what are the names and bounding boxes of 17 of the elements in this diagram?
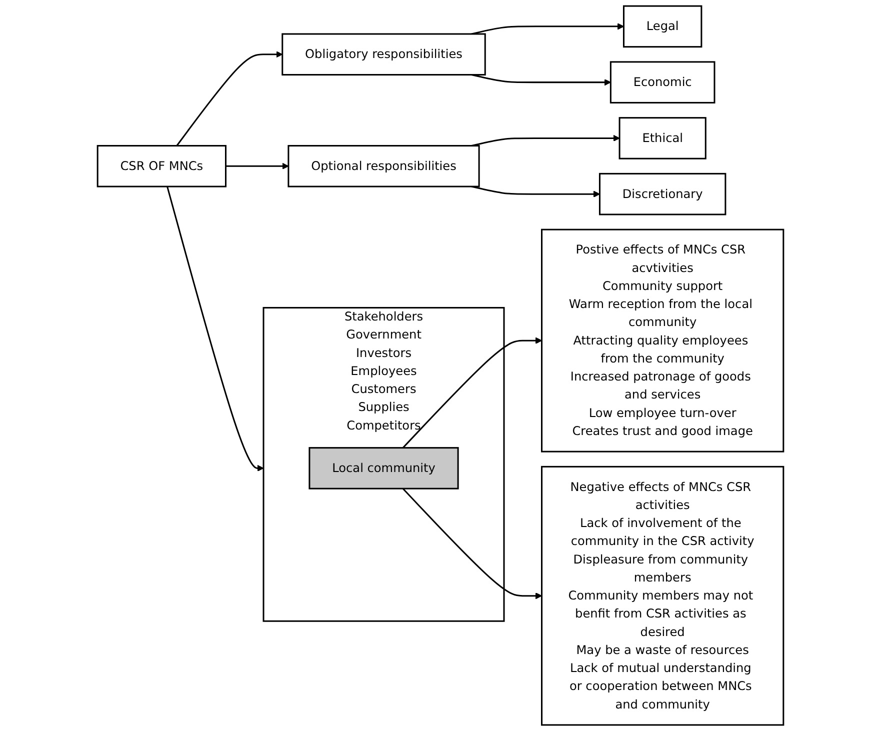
arrow (471, 134, 620, 146)
arrow (402, 488, 542, 600)
arrow (176, 51, 283, 146)
node-box: Optional responsibilities (288, 145, 480, 188)
node-box: Local community (308, 447, 459, 490)
node-box: Negative effects of MNCs CSR activities Lack of involvement of the community in the CSR activity Displeasure from community members Community members may not benfit from CSR activities as desired May be a waste of resources Lack of mutual understanding or cooperation between MNCs and community (541, 466, 784, 726)
node-box: Ethical (618, 117, 706, 160)
node-box: CSR OF MNCs (96, 145, 226, 188)
node-box: Discretionary (598, 172, 726, 216)
node-box: Economic (610, 61, 716, 104)
arrow (226, 162, 289, 170)
node-box: Obligatory responsibilities (282, 33, 486, 76)
node-box: Legal (622, 5, 702, 48)
arrow (471, 74, 611, 86)
node-box: Postive effects of MNCs CSR acvtivities Community support Warm reception from the local community Attracting quality employees from the community Increased patronage of goods and services Low employee turn-over Creates trust and good image (541, 228, 784, 452)
arrow (402, 337, 542, 448)
arrow (166, 186, 264, 472)
